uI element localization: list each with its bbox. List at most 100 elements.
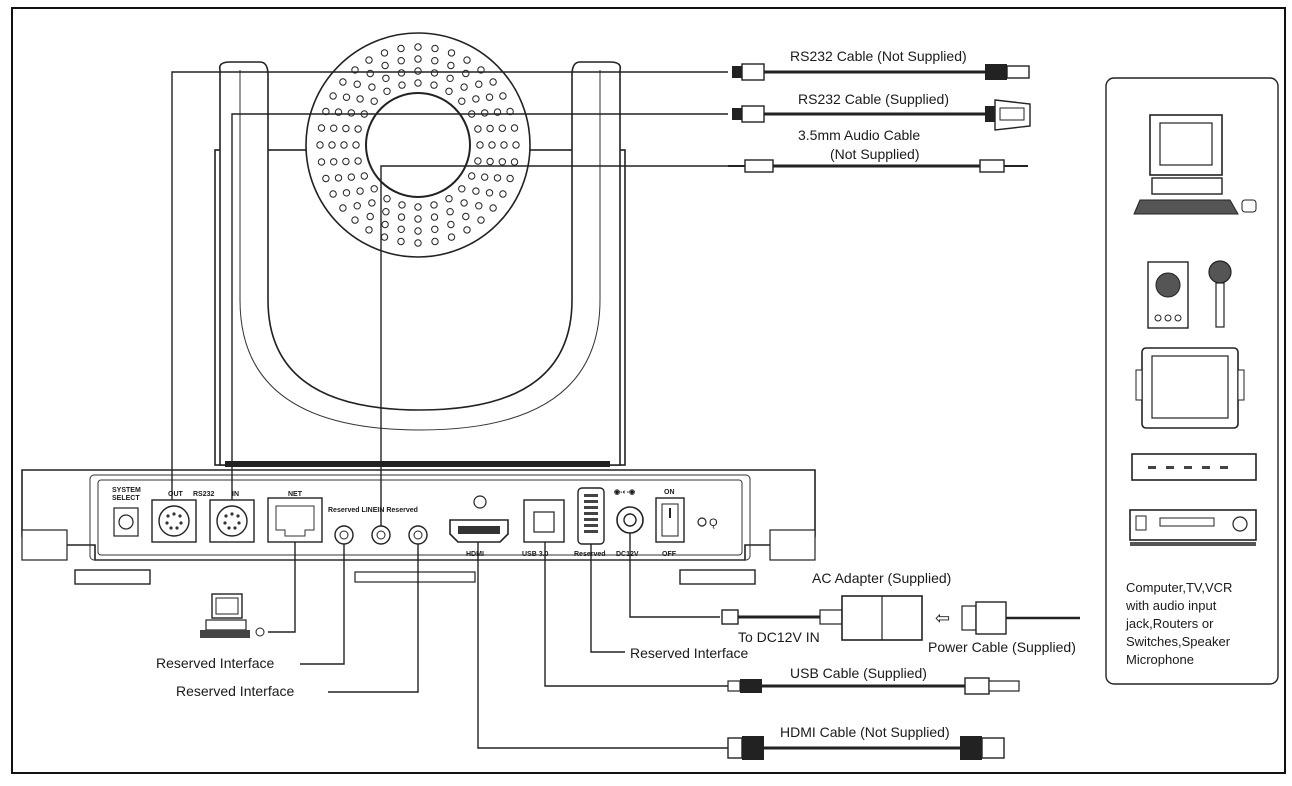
- speaker-hole: [414, 55, 422, 63]
- label-rs232-supplied: RS232 Cable (Supplied): [798, 91, 949, 107]
- speaker-hole: [397, 225, 405, 234]
- hdmi-cable: [727, 736, 1005, 760]
- devices-text-1: Computer,TV,VCR: [1126, 580, 1232, 595]
- speaker-hole: [317, 158, 326, 166]
- port-label-select: SELECT: [112, 495, 140, 502]
- svg-text:◉-◐-◉: ◉-◐-◉: [614, 489, 635, 496]
- rs232-cable-supplied: [732, 99, 1031, 131]
- port-label-reserved: Reserved: [574, 551, 606, 558]
- speaker-hole: [447, 61, 455, 70]
- speaker-hole: [330, 158, 338, 166]
- speaker-hole: [489, 204, 497, 212]
- speaker-hole: [352, 141, 360, 149]
- speaker-hole: [474, 125, 482, 133]
- speaker-hole: [447, 233, 456, 241]
- speaker-hole: [481, 173, 489, 181]
- speaker-hole: [334, 174, 343, 182]
- speaker-hole: [430, 69, 439, 77]
- speaker-hole: [317, 124, 326, 132]
- port-label-system: SYSTEM: [112, 487, 141, 494]
- speaker-hole: [397, 57, 405, 65]
- port-label-reserved-linein: Reserved LINEIN Reserved: [328, 507, 418, 514]
- speaker-hole: [366, 69, 374, 78]
- speaker-hole: [475, 202, 483, 210]
- speaker-hole: [458, 185, 466, 193]
- speaker-hole: [481, 109, 489, 117]
- speaker-hole: [506, 174, 514, 183]
- speaker-hole: [489, 78, 497, 86]
- label-reserved-interface-3: Reserved Interface: [630, 645, 748, 661]
- ground-screw: [473, 495, 487, 509]
- speaker-hole: [460, 83, 468, 91]
- speaker-hole: [462, 69, 470, 78]
- usb-cable: [727, 677, 1020, 695]
- speaker-hole: [398, 81, 406, 89]
- speaker-hole: [472, 95, 480, 103]
- speaker-hole: [472, 187, 480, 195]
- speaker-hole: [499, 92, 507, 100]
- label-ac-adapter: AC Adapter (Supplied): [812, 570, 951, 586]
- speaker-hole: [365, 56, 373, 64]
- camera-head: [214, 32, 626, 467]
- speaker-hole: [414, 79, 422, 87]
- speaker-hole: [354, 125, 362, 133]
- speaker-hole: [383, 195, 391, 203]
- vcr-icon: [1129, 509, 1257, 546]
- speaker-hole: [366, 212, 374, 221]
- speaker-hole: [486, 157, 494, 166]
- rs232-cable-not-supplied: [732, 63, 1030, 81]
- speaker-hole: [510, 124, 519, 132]
- speaker-hole: [498, 158, 506, 166]
- speaker-hole: [488, 141, 496, 149]
- speaker-hole: [383, 87, 391, 96]
- label-rs232-not-supplied: RS232 Cable (Not Supplied): [790, 48, 967, 64]
- speaker-icon: [1147, 261, 1189, 329]
- speaker-hole: [485, 93, 494, 101]
- speaker-hole: [463, 226, 471, 234]
- port-label-off: OFF: [662, 551, 677, 558]
- devices-text-3: jack,Routers or: [1125, 616, 1214, 631]
- speaker-hole: [339, 204, 347, 212]
- port-label-out: OUT: [168, 491, 184, 498]
- speaker-hole: [353, 202, 361, 210]
- speaker-hole: [430, 81, 438, 89]
- devices-panel: Computer,TV,VCR with audio input jack,Ro…: [1105, 77, 1279, 685]
- speaker-hole: [316, 141, 324, 149]
- speaker-hole: [342, 93, 351, 101]
- label-reserved-interface-2: Reserved Interface: [176, 683, 294, 699]
- port-label-hdmi: HDMI: [466, 551, 484, 558]
- speaker-hole: [360, 172, 368, 180]
- label-usb-cable: USB Cable (Supplied): [790, 665, 927, 681]
- outer-frame: [11, 7, 1286, 774]
- speaker-hole: [462, 212, 470, 221]
- speaker-hole: [339, 78, 347, 86]
- speaker-hole: [477, 216, 485, 224]
- speaker-hole: [322, 107, 330, 116]
- speaker-hole: [356, 95, 364, 103]
- router-icon: [1131, 453, 1257, 481]
- speaker-hole: [347, 109, 355, 117]
- port-label-dc12v: DC12V: [616, 551, 639, 558]
- speaker-hole: [430, 201, 438, 209]
- speaker-hole: [398, 201, 406, 209]
- devices-text-5: Microphone: [1126, 652, 1194, 667]
- speaker-hole: [414, 239, 422, 247]
- port-label-usb: USB 3.0: [522, 551, 549, 558]
- speaker-hole: [431, 225, 439, 234]
- speaker-hole: [329, 92, 337, 100]
- port-label-rs232: RS232: [193, 491, 215, 498]
- speaker-hole: [447, 49, 456, 57]
- speaker-hole: [430, 213, 439, 221]
- label-audio-cable-1: 3.5mm Audio Cable: [798, 127, 920, 143]
- speaker-hole: [486, 124, 494, 133]
- speaker-hole: [354, 157, 362, 165]
- speaker-hole: [414, 215, 422, 223]
- speaker-hole: [342, 124, 350, 133]
- speaker-hole: [414, 203, 422, 211]
- speaker-hole: [397, 69, 406, 77]
- microphone-icon: [1208, 260, 1232, 328]
- audio-cable: [728, 159, 1028, 173]
- ac-adapter: ⇦: [721, 595, 1080, 641]
